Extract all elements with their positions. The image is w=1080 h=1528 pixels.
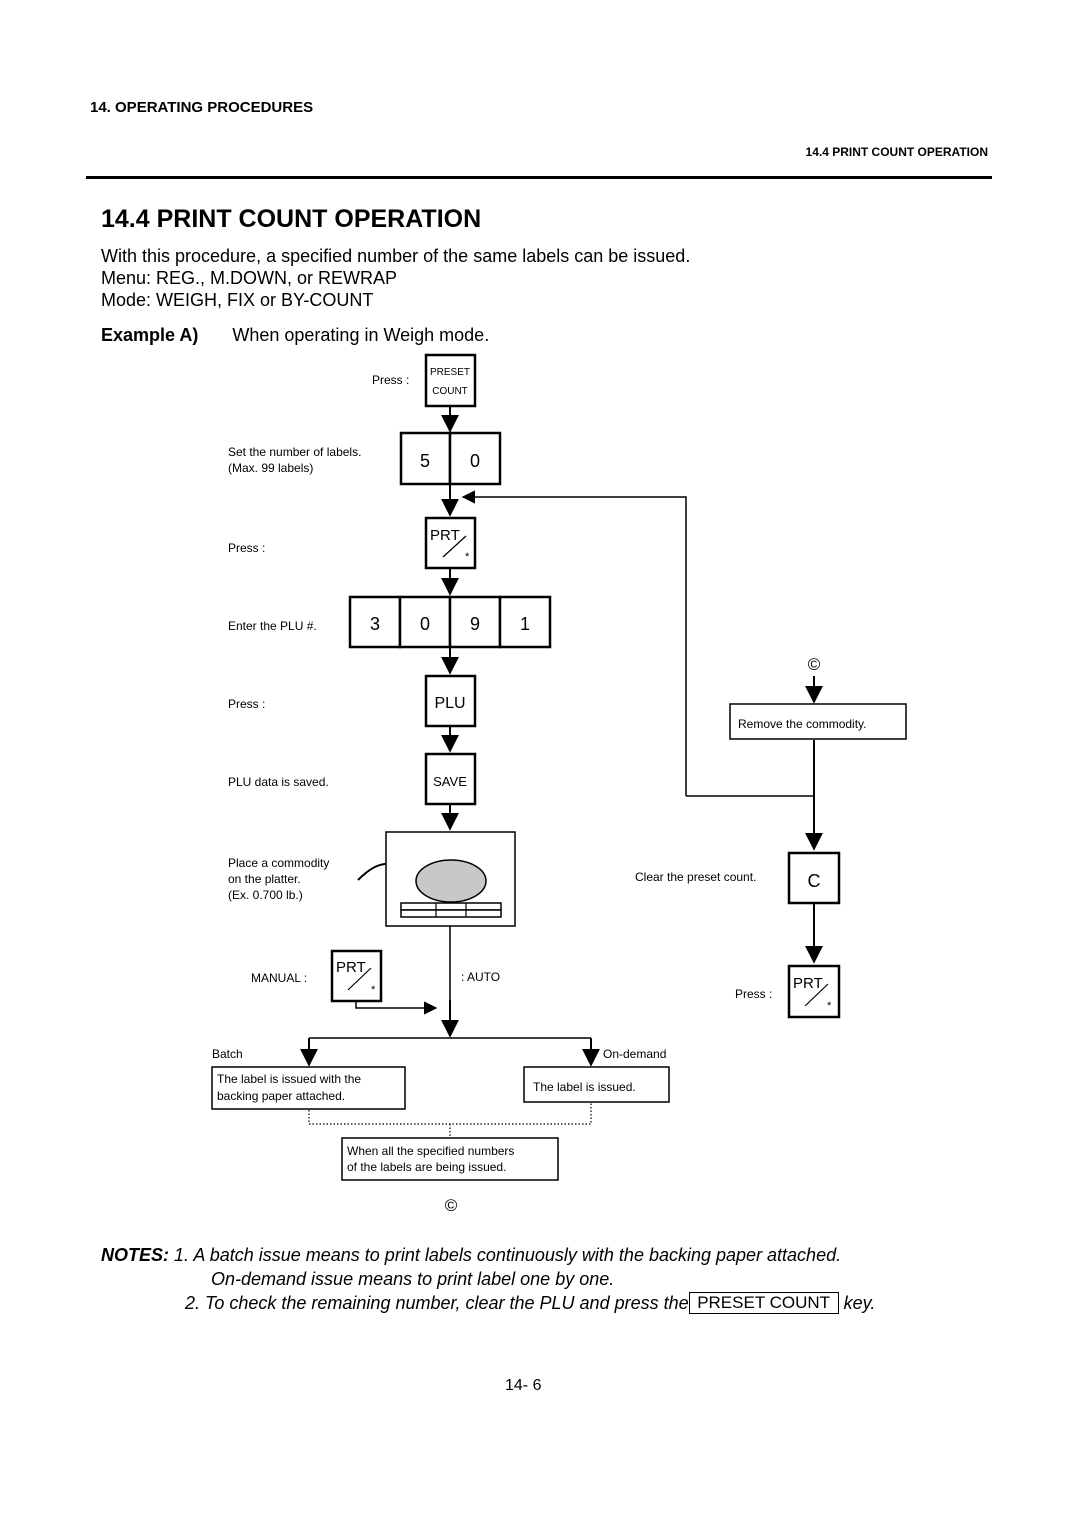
batch-result-box bbox=[211, 1066, 406, 1110]
ondemand-result-box bbox=[523, 1066, 670, 1103]
preset-key-bottom: COUNT bbox=[432, 386, 468, 397]
intro-line-1: With this procedure, a specified number … bbox=[101, 246, 691, 266]
step5-label: Press : bbox=[228, 697, 265, 711]
preset-count-keycap: PRESET COUNT bbox=[688, 1292, 839, 1314]
note-2: 2. To check the remaining number, clear … bbox=[185, 1292, 875, 1314]
batch-label: Batch bbox=[212, 1047, 243, 1061]
prt-key-final[interactable] bbox=[787, 964, 841, 1019]
plu-key[interactable] bbox=[424, 674, 477, 728]
finish-2: of the labels are being issued. bbox=[347, 1160, 506, 1174]
plu-key-text: PLU bbox=[434, 695, 465, 712]
c-key[interactable] bbox=[787, 851, 841, 905]
prt-key-manual-slash bbox=[347, 967, 372, 991]
prt-key-1-text: PRT bbox=[430, 527, 460, 544]
c-key-text: C bbox=[808, 871, 821, 891]
note-1a: 1. A batch issue means to print labels c… bbox=[174, 1245, 842, 1265]
connector-top: © bbox=[808, 655, 821, 674]
page-title: 14.4 PRINT COUNT OPERATION bbox=[101, 205, 482, 233]
example-heading: Example A) When operating in Weigh mode. bbox=[101, 325, 489, 346]
prt-key-1[interactable] bbox=[424, 516, 477, 570]
digit-key-3[interactable] bbox=[348, 595, 402, 649]
prt-key-manual-star: * bbox=[371, 984, 376, 996]
commodity bbox=[415, 859, 487, 903]
preset-key-top: PRESET bbox=[430, 367, 470, 378]
section-reference: 14.4 PRINT COUNT OPERATION bbox=[805, 145, 988, 159]
prt-key-manual[interactable] bbox=[330, 949, 383, 1003]
intro-menu-line: Menu: REG., M.DOWN, or REWRAP bbox=[101, 268, 398, 288]
clear-label: Clear the preset count. bbox=[635, 870, 756, 884]
remove-label: Remove the commodity. bbox=[738, 717, 867, 731]
step2-label-1: Set the number of labels. bbox=[228, 445, 361, 459]
finish-1: When all the specified numbers bbox=[347, 1144, 514, 1158]
batch-result-1: The label is issued with the bbox=[217, 1072, 361, 1086]
prt-key-manual-text: PRT bbox=[336, 959, 366, 976]
remove-box bbox=[729, 703, 907, 740]
page-number: 14- 6 bbox=[505, 1377, 542, 1394]
notes-label: NOTES: bbox=[101, 1245, 170, 1265]
manual-connector bbox=[355, 1001, 438, 1015]
ondemand-label: On-demand bbox=[603, 1047, 666, 1061]
count-digit-1: 5 bbox=[420, 451, 430, 471]
finish-box bbox=[341, 1137, 559, 1181]
plu-digit-4: 1 bbox=[520, 614, 530, 634]
note-1-line-1: NOTES: 1. A batch issue means to print l… bbox=[101, 1245, 841, 1266]
example-text: When operating in Weigh mode. bbox=[232, 325, 490, 345]
step4-label: Enter the PLU #. bbox=[228, 619, 317, 633]
step7-label-2: on the platter. bbox=[228, 872, 301, 886]
plu-digit-3: 9 bbox=[470, 614, 480, 634]
step6-label: PLU data is saved. bbox=[228, 775, 329, 789]
loop-back-line bbox=[461, 490, 687, 796]
note-1-line-2: On-demand issue means to print label one… bbox=[211, 1269, 615, 1289]
connector-bottom: © bbox=[445, 1196, 458, 1215]
header-rule bbox=[86, 176, 992, 179]
prt-key-1-star: * bbox=[465, 551, 470, 563]
digit-key-0[interactable] bbox=[448, 431, 502, 486]
chapter-header: 14. OPERATING PROCEDURES bbox=[90, 99, 314, 116]
ondemand-result: The label is issued. bbox=[533, 1080, 636, 1094]
intro-mode-line: Mode: WEIGH, FIX or BY-COUNT bbox=[101, 290, 374, 310]
count-digit-2: 0 bbox=[470, 451, 480, 471]
plu-digit-2: 0 bbox=[420, 614, 430, 634]
prt-key-final-star: * bbox=[827, 1000, 832, 1012]
step7-label-1: Place a commodity bbox=[228, 856, 329, 870]
save-key-text: SAVE bbox=[433, 774, 467, 789]
platter-base bbox=[400, 909, 502, 918]
save-key[interactable] bbox=[424, 752, 477, 806]
step1-label: Press : bbox=[372, 373, 409, 387]
platter-top bbox=[400, 902, 502, 911]
auto-label: : AUTO bbox=[461, 970, 500, 984]
step3-label: Press : bbox=[228, 541, 265, 555]
prt-key-final-text: PRT bbox=[793, 975, 823, 992]
step2-label-2: (Max. 99 labels) bbox=[228, 461, 313, 475]
digit-key-1[interactable] bbox=[498, 595, 552, 649]
preset-count-key[interactable] bbox=[424, 353, 477, 408]
example-label: Example A) bbox=[101, 325, 199, 345]
digit-key-5[interactable] bbox=[399, 431, 452, 486]
prt-key-1-slash bbox=[442, 535, 467, 558]
final-press-label: Press : bbox=[735, 987, 772, 1001]
note-2b: key. bbox=[843, 1293, 876, 1313]
manual-label: MANUAL : bbox=[251, 971, 307, 985]
batch-result-2: backing paper attached. bbox=[217, 1089, 345, 1103]
plu-digit-1: 3 bbox=[370, 614, 380, 634]
step7-label-3: (Ex. 0.700 lb.) bbox=[228, 888, 303, 902]
note-2a: 2. To check the remaining number, clear … bbox=[185, 1293, 689, 1313]
prt-key-final-slash bbox=[804, 983, 829, 1007]
digit-key-0b[interactable] bbox=[398, 595, 452, 649]
